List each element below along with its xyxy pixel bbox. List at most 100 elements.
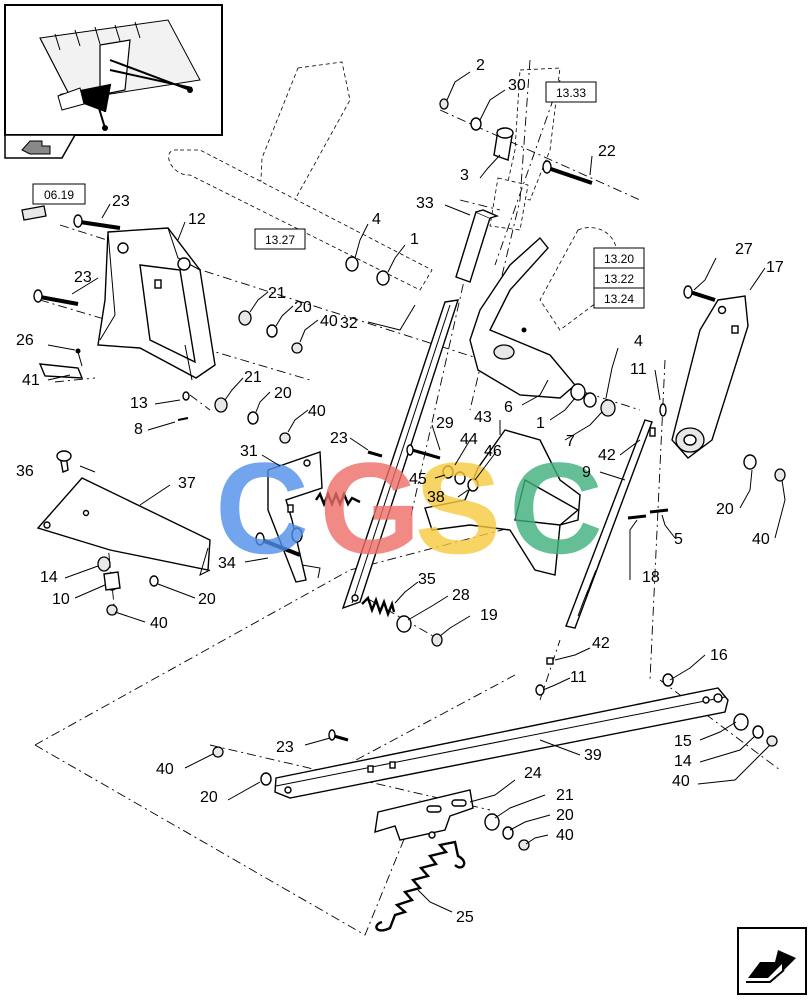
callout-26: 26	[16, 332, 34, 349]
callout-25: 25	[456, 909, 474, 926]
bracket-part-31	[267, 451, 323, 583]
machine-overview-thumbnail[interactable]	[4, 4, 223, 136]
callout-22: 22	[598, 143, 616, 160]
svg-text:13.27: 13.27	[265, 233, 295, 247]
leader-lines	[47, 71, 786, 913]
callout-4: 4	[372, 211, 381, 228]
callout-28: 28	[452, 587, 470, 604]
callout-32: 32	[340, 315, 358, 332]
callout-29: 29	[436, 415, 454, 432]
plate-part-24	[374, 789, 474, 841]
callout-31: 31	[240, 443, 258, 460]
callout-1: 1	[410, 231, 419, 248]
ref-box-13-22[interactable]: 13.22	[593, 267, 645, 289]
callout-7: 7	[566, 433, 575, 450]
callout-38: 38	[427, 489, 445, 506]
watermark-letter-c1: C	[215, 435, 309, 581]
watermark-letter-c2: C	[509, 435, 603, 581]
previous-page-arrow-icon[interactable]	[4, 134, 77, 159]
callout-12: 12	[188, 211, 206, 228]
callout-20: 20	[198, 591, 216, 608]
callout-23: 23	[112, 193, 130, 210]
bracket-part-6	[469, 236, 576, 399]
callout-35: 35	[418, 571, 436, 588]
ref-box-13-20[interactable]: 13.20	[593, 247, 645, 269]
callout-1: 1	[536, 415, 545, 432]
callout-33: 33	[416, 195, 434, 212]
callout-45: 45	[409, 471, 427, 488]
callout-23: 23	[74, 269, 92, 286]
callout-14: 14	[674, 753, 692, 770]
callout-34: 34	[218, 555, 236, 572]
callout-8: 8	[134, 421, 143, 438]
svg-text:13.33: 13.33	[556, 86, 586, 100]
svg-text:13.24: 13.24	[604, 292, 634, 306]
callout-40: 40	[672, 773, 690, 790]
callout-42: 42	[598, 447, 616, 464]
callout-9: 9	[582, 464, 591, 481]
callout-37: 37	[178, 475, 196, 492]
callout-5: 5	[674, 531, 683, 548]
callout-17: 17	[766, 259, 784, 276]
callout-21: 21	[556, 787, 574, 804]
callout-18: 18	[642, 569, 660, 586]
callout-20: 20	[716, 501, 734, 518]
lever-part-17	[671, 295, 749, 459]
clip-part-41	[38, 348, 84, 379]
callout-20: 20	[200, 789, 218, 806]
plate-part-43	[424, 429, 581, 576]
block-part-33	[455, 209, 500, 283]
callout-40: 40	[556, 827, 574, 844]
spring-part-35	[361, 595, 396, 618]
spring-part-25	[375, 840, 466, 932]
callout-11: 11	[630, 361, 647, 378]
callout-16: 16	[710, 647, 728, 664]
hardware	[21, 98, 786, 851]
watermark-logo: C G S C	[215, 435, 603, 581]
ref-box-06-19[interactable]: 06.19	[32, 183, 86, 205]
callout-40: 40	[320, 313, 338, 330]
callout-39: 39	[584, 747, 602, 764]
callout-42: 42	[592, 635, 610, 652]
svg-text:06.19: 06.19	[44, 188, 74, 202]
svg-text:13.22: 13.22	[604, 272, 634, 286]
spring-part-38	[315, 490, 361, 508]
bar-part-39	[274, 687, 729, 799]
callout-labels: 2 30 3 22 33 4 1 23 12 23 21 20 40 26 41…	[16, 57, 784, 926]
callout-30: 30	[508, 77, 526, 94]
callout-11: 11	[570, 669, 587, 686]
bracket-part-12	[97, 227, 216, 381]
ref-box-13-33[interactable]: 13.33	[545, 81, 597, 103]
callout-20: 20	[556, 807, 574, 824]
callout-21: 21	[268, 285, 286, 302]
callout-13: 13	[130, 395, 148, 412]
callout-44: 44	[460, 431, 478, 448]
svg-text:13.20: 13.20	[604, 252, 634, 266]
callout-40: 40	[150, 615, 168, 632]
callout-41: 41	[22, 372, 40, 389]
callout-23: 23	[276, 739, 294, 756]
callout-3: 3	[460, 167, 469, 184]
callout-40: 40	[156, 761, 174, 778]
callout-4: 4	[634, 333, 643, 350]
ref-box-13-27[interactable]: 13.27	[254, 228, 306, 250]
callout-43: 43	[474, 409, 492, 426]
watermark-letter-g: G	[319, 435, 420, 581]
callout-15: 15	[674, 733, 692, 750]
callout-40: 40	[752, 531, 770, 548]
callout-6: 6	[504, 399, 513, 416]
callout-20: 20	[294, 299, 312, 316]
callout-21: 21	[244, 369, 262, 386]
callout-46: 46	[484, 443, 502, 460]
next-page-arrow-icon[interactable]	[737, 927, 807, 995]
callout-2: 2	[476, 57, 485, 74]
callout-19: 19	[480, 607, 498, 624]
callout-23: 23	[330, 430, 348, 447]
callout-14: 14	[40, 569, 58, 586]
ref-box-13-24[interactable]: 13.24	[593, 287, 645, 309]
callout-20: 20	[274, 385, 292, 402]
bar-part-32	[341, 299, 460, 610]
callout-27: 27	[735, 241, 753, 258]
callout-36: 36	[16, 463, 34, 480]
